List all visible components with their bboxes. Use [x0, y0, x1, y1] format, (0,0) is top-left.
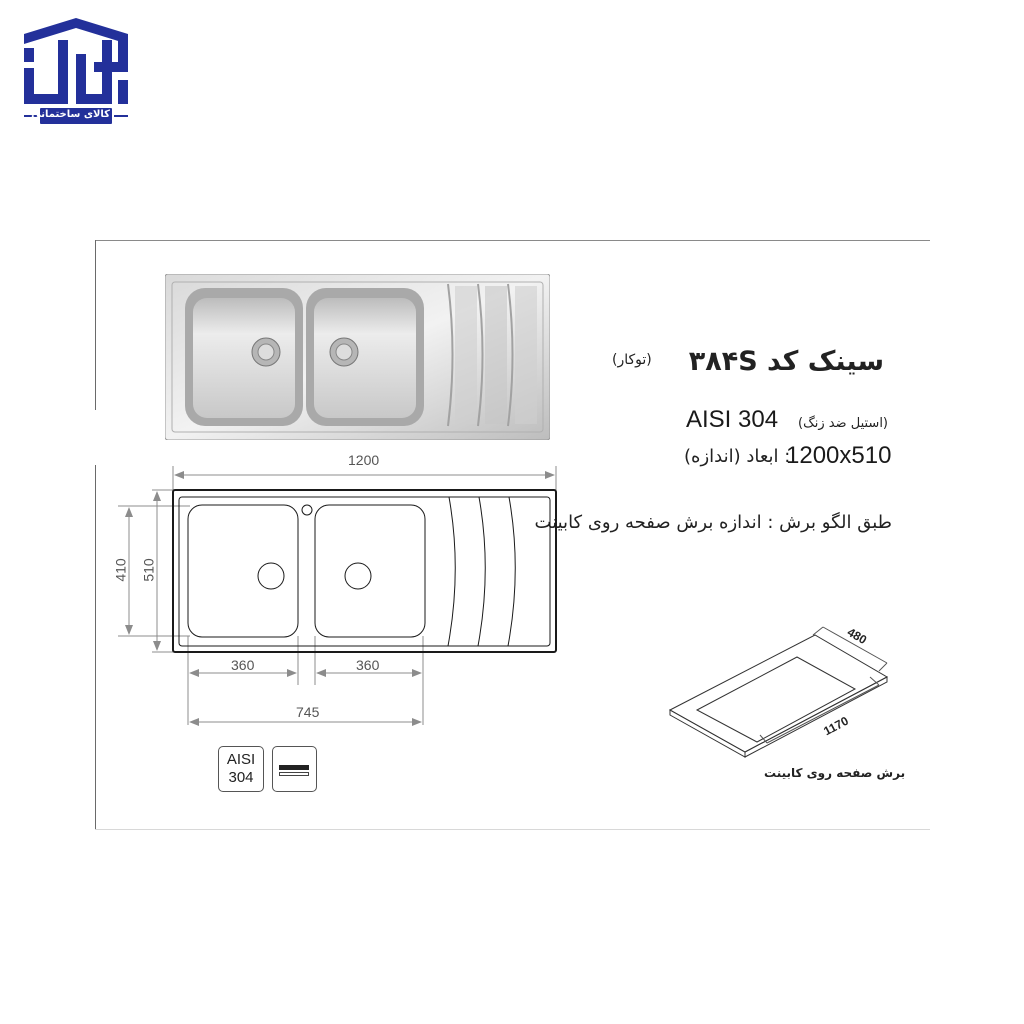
badge-line-2: 304: [228, 769, 254, 786]
frame-top-border: [95, 240, 930, 241]
product-title: سینک کد ۳۸۴S: [688, 346, 884, 377]
frame-bottom-border: [95, 829, 930, 830]
cutout-diagram: 480 1170: [665, 615, 895, 765]
sink-rim-bar: [279, 772, 309, 776]
badge-line-1: AISI: [226, 751, 256, 768]
frame-left-border: [95, 240, 96, 410]
dimensions-label: : ابعاد (اندازه): [684, 446, 791, 467]
dim-bowl-depth: 410: [112, 558, 129, 582]
cutout-caption: برش صفحه روی کابینت: [764, 766, 906, 780]
countertop-bar: [279, 765, 309, 770]
dim-bowl-left: 360: [231, 657, 255, 673]
material-badge: AISI 304: [218, 746, 264, 792]
frame-left-border-lower: [95, 465, 96, 830]
dimensions-value: 1200x510: [786, 442, 892, 469]
logo-caption: کالای ساختمانی: [31, 109, 110, 120]
product-photo: [164, 273, 551, 441]
dim-bowls-total: 745: [296, 704, 320, 720]
dim-overall-depth: 510: [140, 558, 157, 582]
cut-note: طبق الگو برش : اندازه برش صفحه روی کابین…: [534, 512, 892, 533]
inset-mount-icon: [272, 746, 317, 792]
technical-drawing: 1200 510 410 360 360 745: [100, 440, 580, 740]
material-label: (استیل ضد زنگ): [798, 416, 888, 431]
install-type: (توکار): [612, 352, 652, 368]
dim-overall-width: 1200: [348, 452, 380, 468]
building-logo-icon: [24, 18, 128, 124]
material-grade: AISI 304: [686, 406, 779, 433]
dim-bowl-right: 360: [356, 657, 380, 673]
brand-logo: کالای ساختمانی: [22, 18, 130, 130]
